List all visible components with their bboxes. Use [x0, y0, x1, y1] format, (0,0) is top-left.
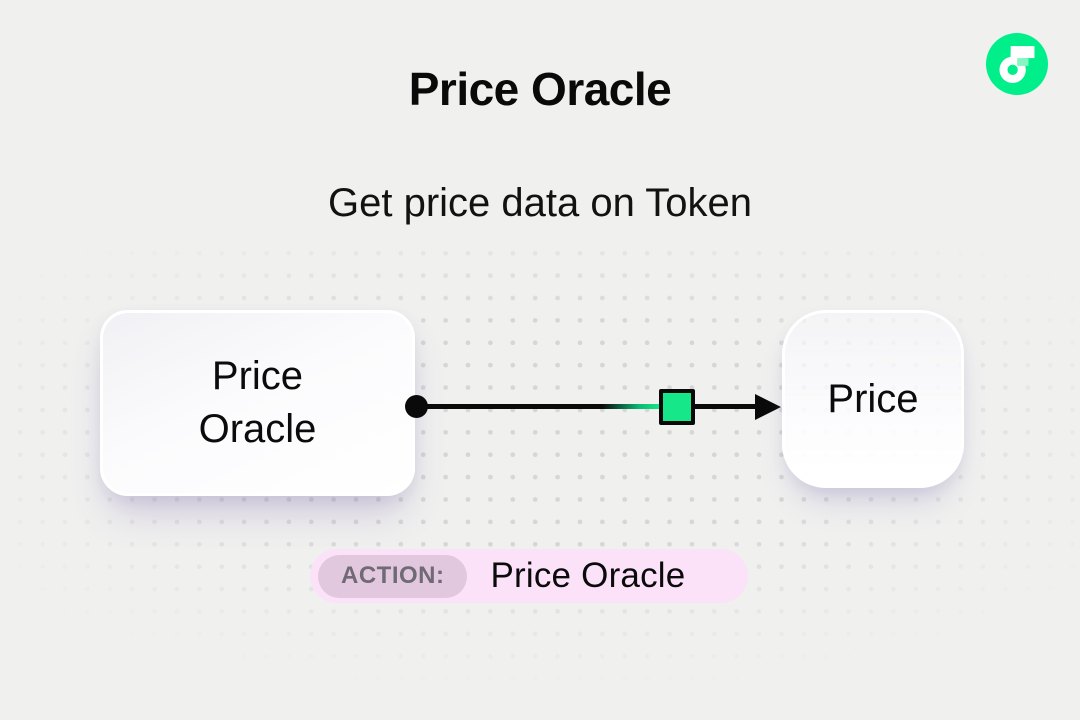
edge-arrowhead-icon	[755, 394, 781, 420]
flow-logo	[986, 33, 1048, 95]
node-price-oracle-label: Price Oracle	[198, 354, 317, 451]
node-price-oracle[interactable]: Price Oracle	[100, 310, 415, 496]
edge-square-marker	[659, 389, 695, 425]
page-title: Price Oracle	[408, 63, 672, 115]
edge-line-green-gradient	[602, 404, 659, 409]
action-value: Price Oracle	[490, 556, 686, 595]
action-badge: ACTION: Price Oracle	[310, 549, 748, 603]
edge-line	[415, 404, 763, 409]
flow-logo-icon	[986, 33, 1048, 95]
page-subtitle: Get price data on Token	[328, 181, 752, 225]
action-label: ACTION:	[341, 562, 445, 589]
node-price[interactable]: Price	[782, 310, 964, 488]
edge-start-dot	[405, 395, 428, 418]
action-label-pill: ACTION:	[318, 554, 468, 598]
node-price-label: Price	[827, 376, 919, 421]
